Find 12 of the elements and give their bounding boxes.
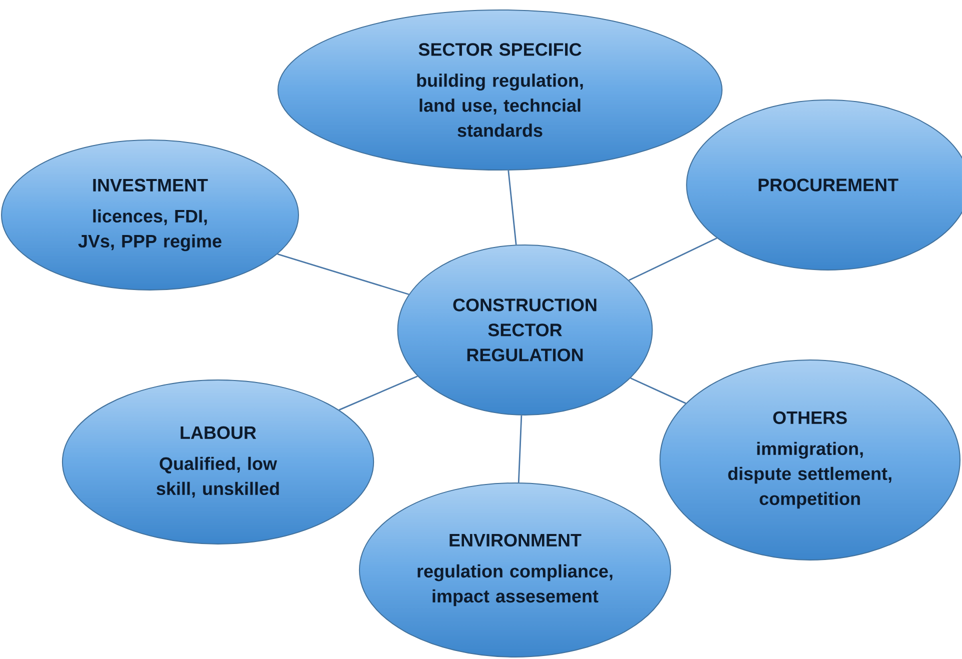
connector-line (630, 378, 686, 404)
connector-line (518, 415, 522, 483)
connector-line (338, 376, 418, 411)
ellipse-node: CONSTRUCTION SECTOR REGULATION (397, 244, 653, 416)
ellipse-node: LABOUR Qualified, low skill, unskilled (62, 380, 374, 544)
ellipse-node: INVESTMENT licences, FDI, JVs, PPP regime (1, 140, 299, 290)
connector-line (628, 238, 718, 281)
ellipse-node: SECTOR SPECIFIC building regulation, land use, techncial standards (278, 10, 722, 170)
ellipse-node: OTHERS immigration, dispute settlement, competition (660, 360, 960, 560)
ellipse-node: ENVIRONMENT regulation compliance, impact assesement (358, 482, 672, 658)
connector-line (277, 253, 410, 296)
connector-line (508, 170, 517, 245)
